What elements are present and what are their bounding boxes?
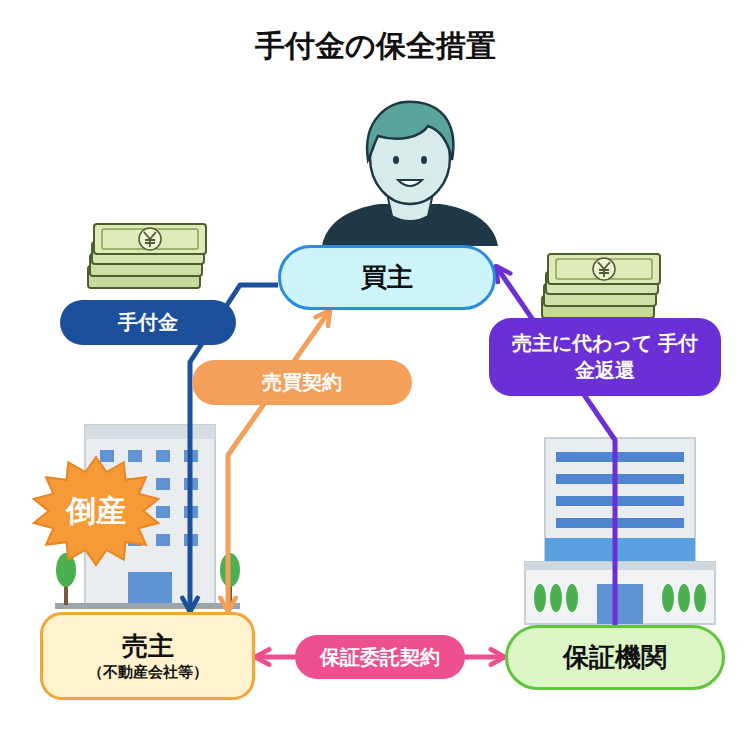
edge-label: 売主に代わって 手付金返還 [489,318,721,396]
guarantor-box: 保証機関 [505,625,725,690]
node-title: 保証機関 [563,642,667,673]
edge-label: 手付金 [60,300,236,345]
money-stack [88,224,206,288]
edge-label: 売買契約 [192,360,412,405]
guarantor-building [525,438,715,624]
money-stack [542,254,660,318]
node-subtitle: （不動産会社等） [88,663,208,681]
seller-box: 売主（不動産会社等） [40,612,255,700]
node-title: 売主 [122,631,174,662]
node-title: 倒産 [66,493,126,529]
burst-outline [34,457,159,565]
bankruptcy-burst: 倒産 [30,455,162,567]
node-title: 買主 [361,262,413,293]
sales-contract-arrow [228,310,330,612]
buyer-figure [322,102,498,246]
buyer-box: 買主 [278,245,496,310]
diagram-title: 手付金の保全措置 [0,26,750,67]
edge-label: 保証委託契約 [295,635,465,679]
